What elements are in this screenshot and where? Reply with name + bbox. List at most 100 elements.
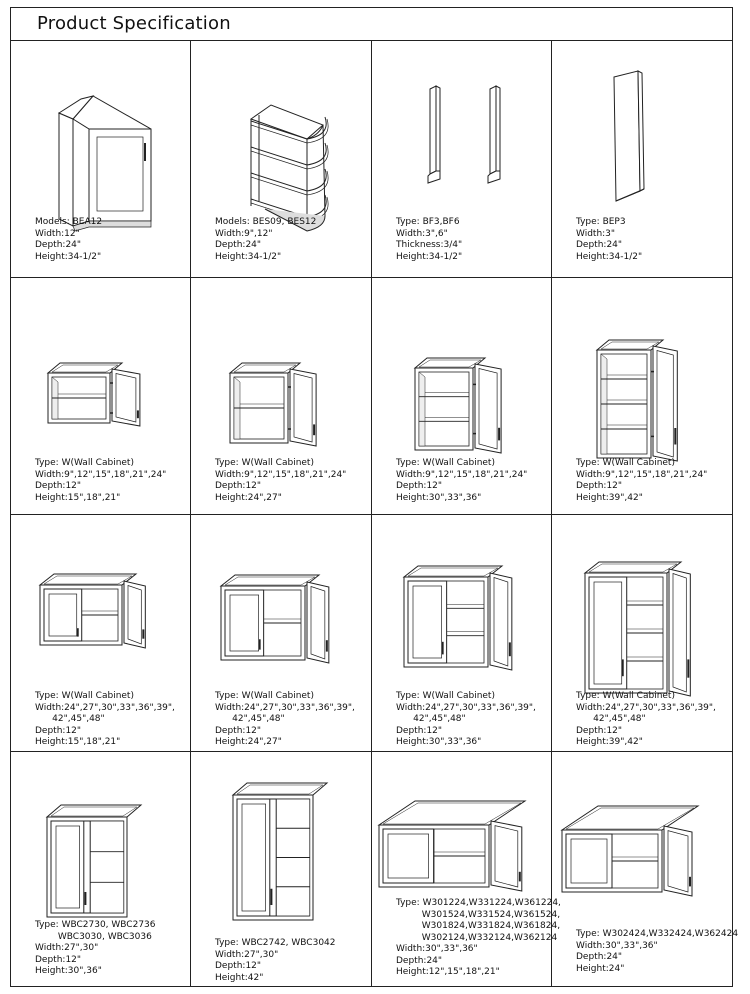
spec-text: Type: W(Wall Cabinet)Width:24",27",30",3… xyxy=(396,691,536,749)
spec-text: Type: W(Wall Cabinet)Width:9",12",15",18… xyxy=(35,458,166,504)
spec-line: Type: W(Wall Cabinet) xyxy=(35,691,134,701)
spec-line: Depth:12" xyxy=(215,961,262,971)
spec-line: Depth:24" xyxy=(396,955,443,966)
double-door-wall-cabinet-medium-icon xyxy=(219,574,330,664)
spec-line: Type: W(Wall Cabinet) xyxy=(576,458,675,468)
spec-line: Models: BES09, BES12 xyxy=(215,217,317,227)
spec-line: Height:15",18",21" xyxy=(35,737,121,747)
spec-line: Height:34-1/2" xyxy=(35,251,102,262)
spec-line: Height:24" xyxy=(576,963,625,974)
spec-text: Type: W(Wall Cabinet)Width:24",27",30",3… xyxy=(576,691,716,749)
spec-line: Width:30",33",36" xyxy=(396,944,478,954)
spec-line: Width:9",12",15",18",21",24" xyxy=(215,469,347,480)
single-door-wall-cabinet-extra-tall-icon xyxy=(595,339,678,462)
product-cell-w1-xtall: Type: W(Wall Cabinet)Width:9",12",15",18… xyxy=(552,278,732,515)
spec-line: Width:9",12" xyxy=(215,228,273,239)
spec-line: Depth:24" xyxy=(576,952,623,962)
spec-line: Height:24",27" xyxy=(215,737,282,747)
spec-line: Depth:12" xyxy=(215,725,262,736)
spec-text: Type: W(Wall Cabinet)Width:9",12",15",18… xyxy=(215,458,346,504)
spec-line: Width:24",27",30",33",36",39", xyxy=(396,702,536,713)
spec-line: Depth:12" xyxy=(35,725,82,736)
spec-line: Height:12",15",18",21" xyxy=(396,967,500,977)
spec-line: 42",45",48" xyxy=(215,714,285,724)
spec-line: Depth:24" xyxy=(215,240,262,250)
spec-line: Depth:12" xyxy=(215,481,262,491)
spec-line: Type: W302424,W332424,W362424 xyxy=(576,929,739,939)
spec-line: Type: BF3,BF6 xyxy=(396,217,460,227)
refrigerator-wall-cabinet-icon xyxy=(560,805,700,897)
single-door-wall-cabinet-tall-icon xyxy=(413,357,502,454)
spec-line: WBC3030, WBC3036 xyxy=(35,931,152,942)
wall-blind-corner-cabinet-tall-icon xyxy=(231,782,329,921)
spec-line: Depth:12" xyxy=(396,725,443,736)
spec-text: Type: W(Wall Cabinet)Width:24",27",30",3… xyxy=(35,691,175,749)
spec-line: Width:27",30" xyxy=(35,943,99,953)
single-door-wall-cabinet-short-icon xyxy=(46,362,141,427)
spec-line: Width:3" xyxy=(576,228,616,239)
spec-line: Models: BEA12 xyxy=(35,217,103,227)
double-door-wall-cabinet-tall-icon xyxy=(402,565,513,671)
spec-line: Depth:12" xyxy=(576,725,623,736)
wall-blind-corner-cabinet-icon xyxy=(45,804,143,918)
spec-line: Width:27",30" xyxy=(215,949,279,960)
spec-line: Type: WBC2730, WBC2736 xyxy=(35,920,156,930)
product-cell-w1-medium: Type: W(Wall Cabinet)Width:9",12",15",18… xyxy=(191,278,372,515)
spec-line: Type: W(Wall Cabinet) xyxy=(215,458,314,468)
product-cell-w2-tall: Type: W(Wall Cabinet)Width:24",27",30",3… xyxy=(372,515,552,752)
spec-line: W302124,W332124,W362124 xyxy=(396,932,558,943)
spec-line: Height:30",33",36" xyxy=(396,492,482,503)
spec-line: Width:12" xyxy=(35,228,80,239)
angled-end-base-cabinet-icon xyxy=(57,95,152,232)
spec-line: Width:9",12",15",18",21",24" xyxy=(396,469,528,480)
spec-line: Type: W(Wall Cabinet) xyxy=(576,691,675,701)
spec-line: Width:30",33",36" xyxy=(576,940,658,951)
double-door-wall-cabinet-extra-tall-icon xyxy=(583,561,691,697)
spec-line: Type: BEP3 xyxy=(576,217,626,227)
spec-line: Width:9",12",15",18",21",24" xyxy=(35,469,167,480)
spec-line: W301524,W331524,W361524, xyxy=(396,909,561,920)
spec-line: Depth:12" xyxy=(35,954,82,965)
double-door-wall-cabinet-short-icon xyxy=(38,573,146,649)
spec-line: Height:34-1/2" xyxy=(396,251,463,262)
spec-line: Depth:24" xyxy=(35,240,82,250)
spec-line: 42",45",48" xyxy=(396,714,466,724)
spec-line: Depth:12" xyxy=(576,481,623,491)
spec-line: Thickness:3/4" xyxy=(396,240,463,250)
spec-line: Height:42" xyxy=(215,972,264,983)
spec-line: Type: W(Wall Cabinet) xyxy=(215,691,314,701)
spec-line: Type: WBC2742, WBC3042 xyxy=(215,938,336,948)
spec-line: Width:9",12",15",18",21",24" xyxy=(576,469,708,480)
spec-line: Height:34-1/2" xyxy=(215,251,282,262)
spec-line: Height:30",33",36" xyxy=(396,737,482,747)
deep-wall-cabinet-icon xyxy=(377,800,527,892)
spec-line: Depth:12" xyxy=(396,481,443,491)
spec-line: 42",45",48" xyxy=(576,714,646,724)
spec-line: Width:24",27",30",33",36",39", xyxy=(35,702,175,713)
product-cell-w2-short: Type: W(Wall Cabinet)Width:24",27",30",3… xyxy=(11,515,191,752)
spec-line: Height:39",42" xyxy=(576,737,643,747)
base-filler-strip-icon xyxy=(427,85,501,184)
spec-line: Type: W(Wall Cabinet) xyxy=(396,691,495,701)
open-end-shelf-base-cabinet-icon xyxy=(249,104,329,232)
spec-line: Height:34-1/2" xyxy=(576,251,643,262)
spec-line: Height:24",27" xyxy=(215,492,282,503)
product-cell-w1-tall: Type: W(Wall Cabinet)Width:9",12",15",18… xyxy=(372,278,552,515)
spec-line: Type: W(Wall Cabinet) xyxy=(396,458,495,468)
spec-line: Width:24",27",30",33",36",39", xyxy=(576,702,716,713)
spec-line: Type: W(Wall Cabinet) xyxy=(35,458,134,468)
spec-line: Width:24",27",30",33",36",39", xyxy=(215,702,355,713)
